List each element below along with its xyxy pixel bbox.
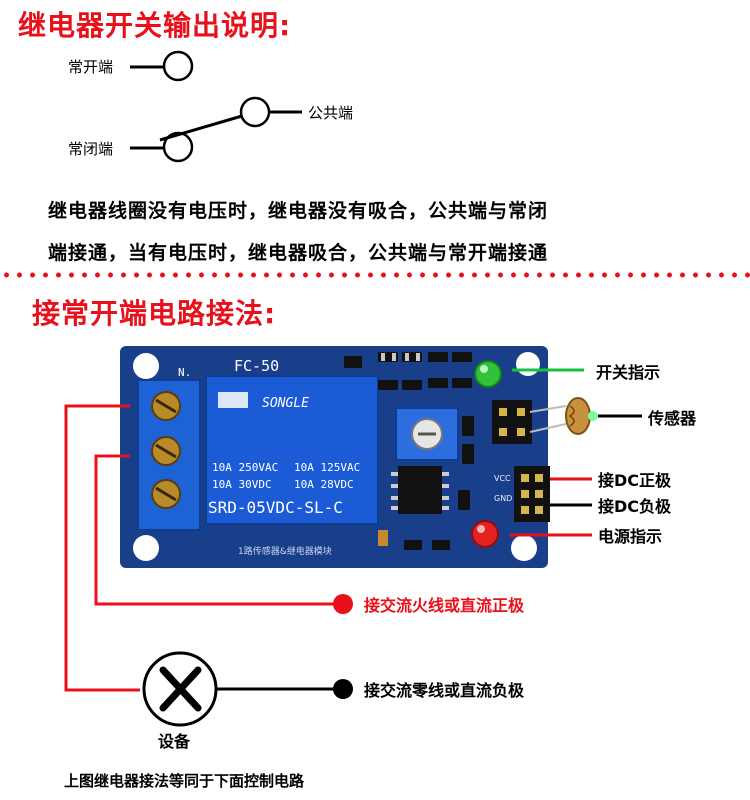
neutral-terminal-dot: [333, 679, 353, 699]
switch-arm: [159, 114, 243, 142]
relay-rating-2b: 10A 28VDC: [294, 478, 354, 491]
section1-title: 继电器开关输出说明:: [18, 9, 292, 42]
sensor-header: [492, 400, 532, 444]
no-terminal-wire: [64, 404, 140, 692]
no-label: 常开端: [68, 58, 114, 76]
dc-neg-label: 接DC负极: [598, 497, 672, 516]
power-header: [514, 466, 550, 522]
nc-terminal-circle: [162, 131, 194, 163]
description-line-1: 继电器线圈没有电压时，继电器没有吸合，公共端与常闭: [48, 200, 549, 222]
screw-terminal-3: [151, 479, 181, 509]
screw-terminal-2: [151, 436, 181, 466]
live-label: 接交流火线或直流正极: [364, 596, 525, 615]
gnd-pin-label: GND: [494, 494, 513, 503]
sensor-label: 传感器: [648, 409, 697, 428]
section2-title: 接常开端电路接法:: [32, 297, 277, 330]
switch-indicator-label: 开关指示: [596, 363, 661, 382]
dc-pos-label: 接DC正极: [598, 471, 672, 490]
photoresistor: [529, 397, 591, 435]
footer-note: 上图继电器接法等同于下面控制电路: [64, 772, 305, 790]
board-bottom-text: 1路传感器&继电器模块: [238, 547, 332, 557]
relay-rating-2a: 10A 30VDC: [212, 478, 272, 491]
relay-model: SRD-05VDC-SL-C: [208, 498, 343, 517]
relay-rating-1b: 10A 125VAC: [294, 461, 361, 474]
terminal-n-label: N.: [178, 366, 192, 379]
switch-led: [474, 360, 502, 388]
relay-brand: SONGLE: [262, 396, 309, 411]
com-terminal-wire: [94, 454, 340, 606]
smd-components: [344, 352, 474, 550]
mount-hole-tl: [133, 353, 159, 379]
mount-hole-br: [511, 535, 537, 561]
no-terminal-circle: [162, 50, 194, 82]
sensor-wire-dot: [588, 411, 598, 421]
mount-hole-bl: [133, 535, 159, 561]
relay-rating-1a: 10A 250VAC: [212, 461, 279, 474]
description-line-2: 端接通，当有电压时，继电器吸合，公共端与常开端接通: [48, 242, 549, 264]
com-label: 公共端: [308, 104, 354, 122]
neutral-label: 接交流零线或直流负极: [364, 681, 525, 700]
board-model: FC-50: [234, 357, 280, 375]
power-led: [471, 520, 499, 548]
power-indicator-label: 电源指示: [598, 527, 663, 546]
ic-chip: [398, 466, 442, 514]
device-lamp-icon: [142, 651, 218, 727]
screw-terminal-1: [151, 391, 181, 421]
nc-label: 常闭端: [68, 140, 114, 158]
live-terminal-dot: [333, 594, 353, 614]
dotted-divider: [0, 272, 750, 278]
device-label: 设备: [158, 732, 191, 751]
vcc-pin-label: VCC: [494, 474, 511, 483]
switch-schematic: [130, 50, 302, 163]
mount-hole-tr: [516, 352, 540, 376]
